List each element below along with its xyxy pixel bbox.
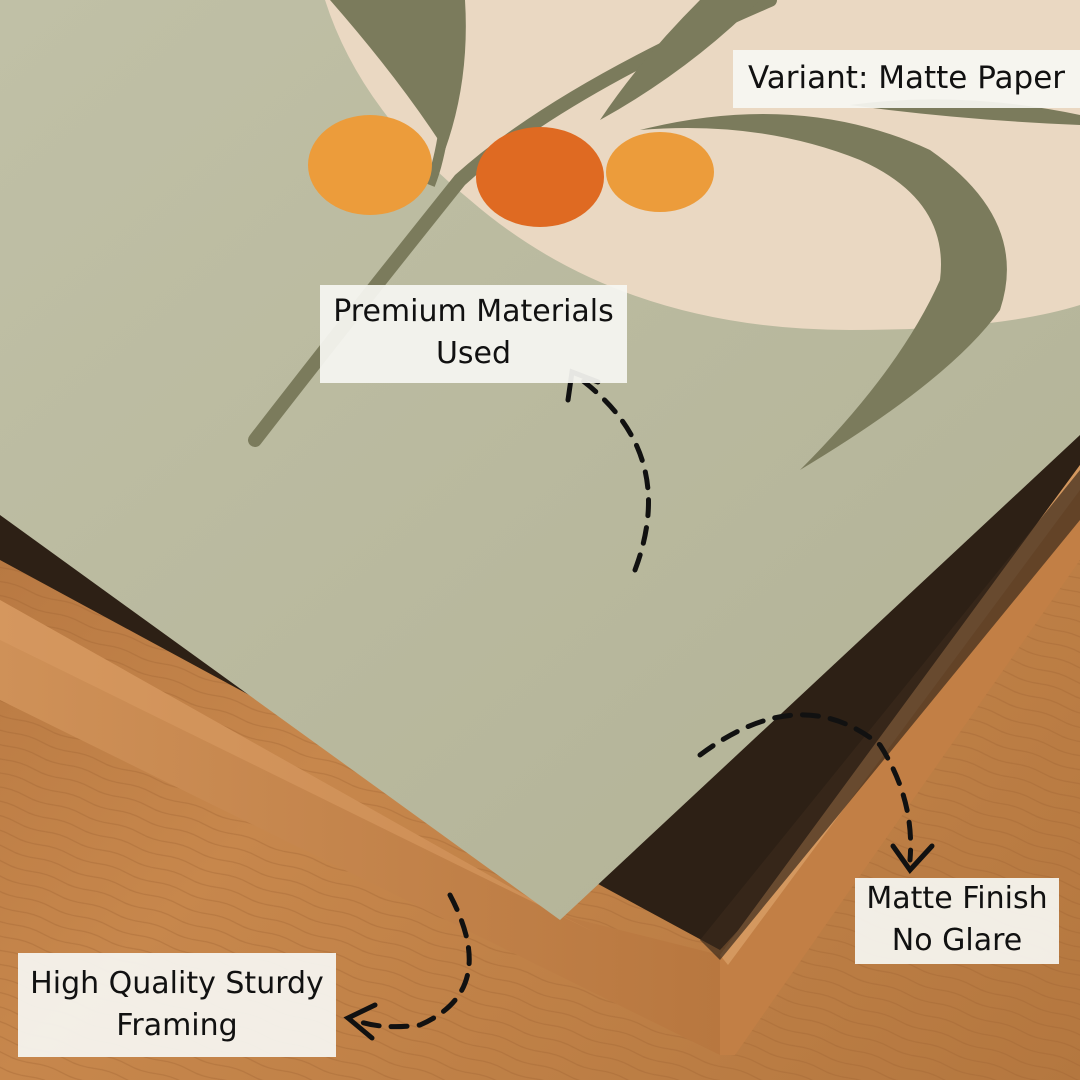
dashed-curved-arrow-icon	[697, 712, 935, 874]
premium-label-line2: Used	[435, 336, 512, 371]
dashed-curved-arrow-icon	[343, 892, 472, 1041]
variant-label-text: Variant: Matte Paper	[747, 60, 1066, 96]
matte-label-line1: Matte Finish	[866, 881, 1048, 916]
premium-label-line1: Premium Materials	[333, 294, 614, 329]
premium-materials-label: Premium Materials Used	[320, 285, 627, 383]
matte-finish-label: Matte Finish No Glare	[855, 878, 1059, 964]
variant-label: Variant: Matte Paper	[733, 50, 1080, 108]
sturdy-framing-label: High Quality Sturdy Framing	[18, 953, 336, 1057]
wooden-frame	[0, 465, 1080, 1055]
framing-label-line1: High Quality Sturdy	[30, 966, 324, 1001]
matte-label-line2: No Glare	[891, 923, 1023, 958]
framing-label-line2: Framing	[116, 1008, 238, 1043]
